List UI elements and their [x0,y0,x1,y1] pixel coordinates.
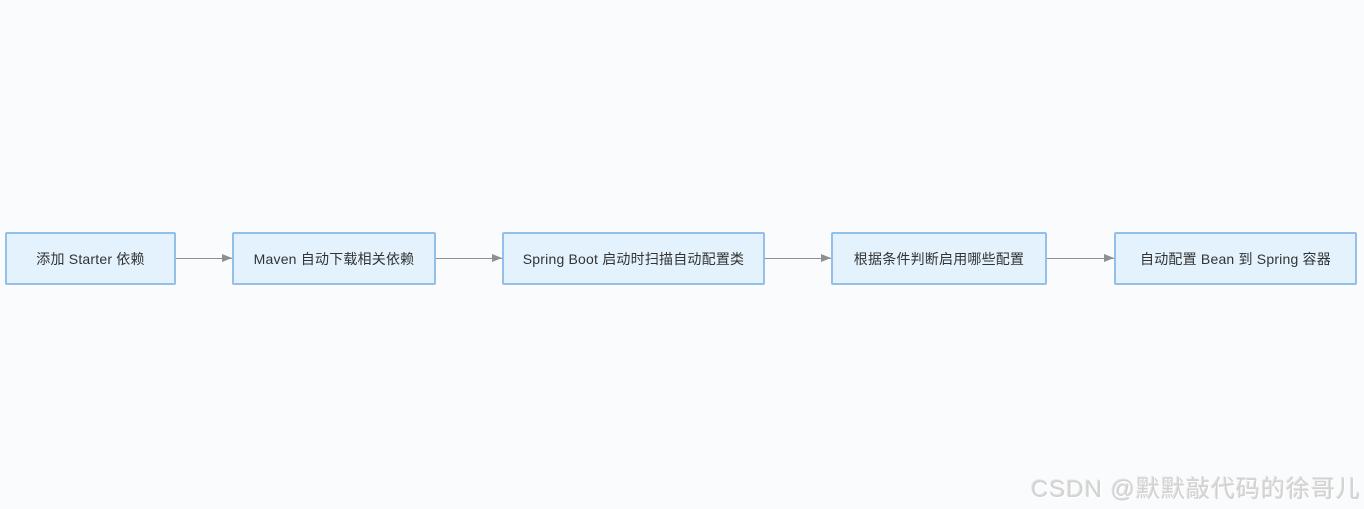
flow-step-label: 自动配置 Bean 到 Spring 容器 [1140,250,1331,267]
flow-step-add-starter-dependency: 添加 Starter 依赖 [5,232,176,285]
arrow-right-icon [1104,254,1114,262]
flow-connector [765,254,831,262]
flow-step-label: Maven 自动下载相关依赖 [253,250,415,267]
flow-step-maven-download-dependencies: Maven 自动下载相关依赖 [232,232,436,285]
flow-step-label: Spring Boot 启动时扫描自动配置类 [522,250,745,267]
arrow-right-icon [492,254,502,262]
flow-step-label: 添加 Starter 依赖 [36,250,145,267]
flow-connector [436,254,502,262]
arrow-right-icon [222,254,232,262]
flow-step-autoconfig-bean-to-container: 自动配置 Bean 到 Spring 容器 [1114,232,1357,285]
flow-step-label: 根据条件判断启用哪些配置 [853,250,1025,267]
flow-step-scan-autoconfig-classes: Spring Boot 启动时扫描自动配置类 [502,232,765,285]
flow-connector [176,254,232,262]
csdn-watermark: CSDN @默默敲代码的徐哥儿 [1030,476,1361,503]
arrow-right-icon [821,254,831,262]
flow-connector [1047,254,1114,262]
flow-step-conditional-enable-config: 根据条件判断启用哪些配置 [831,232,1047,285]
